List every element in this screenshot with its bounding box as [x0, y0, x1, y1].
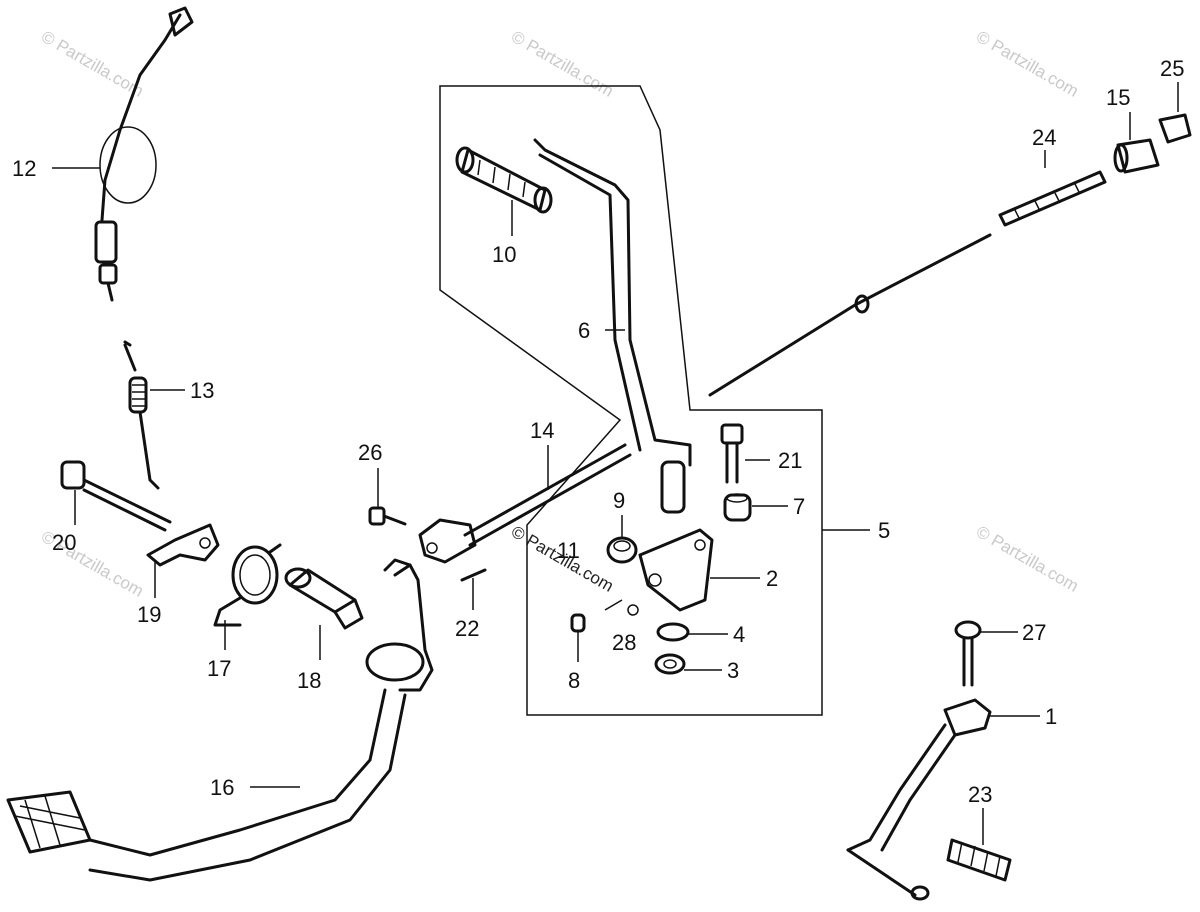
callout-14: 14 [530, 418, 554, 443]
pin-22-part [460, 568, 487, 582]
callout-16: 16 [210, 775, 234, 800]
callout-15: 15 [1106, 85, 1130, 110]
callout-8: 8 [568, 668, 580, 693]
callout-3: 3 [727, 658, 739, 683]
shaft-part [284, 567, 364, 630]
grip-part [455, 146, 553, 214]
sleeve-part [1113, 138, 1160, 174]
leader-lines [52, 82, 1179, 845]
rod-part [418, 443, 632, 564]
callout-27: 27 [1022, 620, 1046, 645]
bolt-26-part [368, 506, 407, 526]
callout-18: 18 [297, 668, 321, 693]
callout-24: 24 [1032, 125, 1056, 150]
pin-part [60, 460, 172, 532]
callout-6: 6 [578, 318, 590, 343]
callout-7: 7 [793, 494, 805, 519]
cable-part [94, 6, 194, 302]
callout-21: 21 [778, 448, 802, 473]
long-rod-part [708, 170, 1107, 397]
kick-lever-part [533, 138, 692, 514]
callout-26: 26 [358, 440, 382, 465]
clip-part [654, 653, 686, 675]
coil-spring-part [213, 543, 282, 627]
watermark: © Partzilla.com [973, 522, 1082, 596]
ball-part [627, 604, 639, 616]
callout-20: 20 [52, 530, 76, 555]
watermark: © Partzilla.com [508, 27, 617, 101]
callout-4: 4 [733, 622, 745, 647]
bolt-27-part [954, 620, 982, 687]
rubber-part [946, 838, 1012, 882]
collar-9-part [606, 536, 638, 564]
watermark: © Partzilla.com [973, 27, 1082, 101]
callout-2: 2 [766, 566, 778, 591]
callout-22: 22 [455, 616, 479, 641]
collar-part [723, 493, 752, 522]
bolt-21-part [720, 423, 744, 484]
brake-pedal-part [6, 558, 434, 882]
callout-12: 12 [12, 156, 36, 181]
callout-5: 5 [878, 518, 890, 543]
callout-23: 23 [968, 782, 992, 807]
callout-11: 11 [557, 538, 580, 563]
callout-1: 1 [1045, 704, 1057, 729]
spring-part [123, 340, 160, 490]
callout-25: 25 [1160, 56, 1184, 81]
callout-10: 10 [492, 242, 516, 267]
assembly-outline [439, 85, 823, 716]
pin-8-part [570, 613, 586, 633]
callout-13: 13 [190, 378, 214, 403]
arm-part [146, 523, 220, 567]
spring-11-part [604, 599, 623, 611]
gearshift-pedal-part [846, 698, 992, 901]
callout-17: 17 [207, 656, 231, 681]
holder-part [638, 528, 714, 612]
washer-part [656, 622, 690, 642]
callout-9: 9 [613, 488, 625, 513]
callout-19: 19 [137, 602, 161, 627]
watermark: © Partzilla.com [38, 27, 147, 101]
nut-part [1158, 113, 1192, 144]
callout-28: 28 [612, 630, 636, 655]
